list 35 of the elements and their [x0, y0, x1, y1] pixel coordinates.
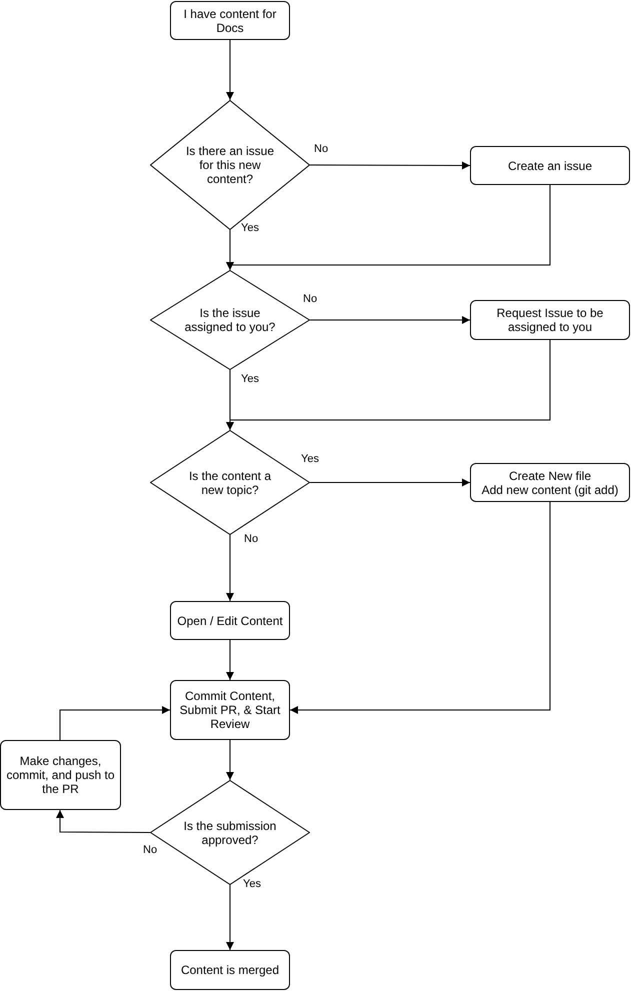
- arrow: [310, 316, 470, 324]
- arrow: [310, 161, 470, 170]
- node-label: Add new content (git add): [482, 482, 618, 496]
- process-box: [170, 601, 290, 640]
- node-label: Create New file: [508, 468, 592, 482]
- arrow: [226, 40, 234, 100]
- arrow: [226, 640, 234, 680]
- process-box: [170, 1, 290, 40]
- arrow: [226, 534, 234, 602]
- node-label: Is the issue assigned to you?: [184, 306, 276, 334]
- process-box: [470, 300, 630, 340]
- arrow: [290, 502, 550, 714]
- arrow: [60, 706, 170, 740]
- arrow: [226, 340, 550, 430]
- process-box: [0, 740, 121, 810]
- arrow: [310, 478, 470, 486]
- arrow: [226, 884, 234, 950]
- node-label: I have content for Docs: [182, 6, 278, 34]
- node-label: Commit Content, Submit PR, & Start Review: [178, 689, 282, 731]
- node-label: Request Issue to be assigned to you: [496, 306, 604, 334]
- arrow: [226, 740, 234, 780]
- arrow: [56, 810, 150, 833]
- node-label: Is there an issue for this new content?: [184, 144, 276, 186]
- process-box: [470, 146, 630, 185]
- node-label: Content is merged: [180, 963, 280, 977]
- node-label: Open / Edit Content: [177, 614, 283, 628]
- process-box: [170, 950, 290, 990]
- decision-diamond: [150, 100, 310, 230]
- node-label: Create an issue: [508, 158, 592, 172]
- process-box: [470, 463, 630, 502]
- node-label: Is the submission approved?: [182, 818, 278, 846]
- node-label: Is the content a new topic?: [188, 468, 272, 496]
- node-label: Make changes, commit, and push to the PR: [5, 754, 116, 796]
- process-box: [170, 680, 290, 740]
- arrow: [226, 184, 550, 270]
